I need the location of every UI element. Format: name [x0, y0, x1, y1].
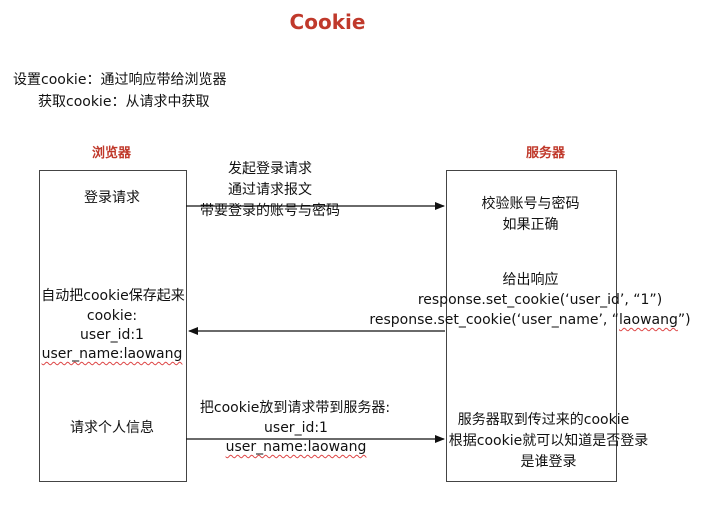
cookie-request-label-3: user_name:laowang	[225, 439, 367, 455]
browser-cookie-user-name: user_name:laowang	[41, 346, 183, 362]
server-set-cookie-user-id: response.set_cookie(‘user_id’, “1”)	[417, 292, 663, 308]
request-label-1: 发起登录请求	[228, 161, 312, 177]
server-if-correct: 如果正确	[502, 217, 559, 233]
set-cookie-value: laowang	[619, 312, 678, 328]
browser-cookie-label: cookie:	[86, 308, 138, 324]
server-box	[446, 170, 617, 482]
request-label-2: 通过请求报文	[228, 182, 312, 198]
cookie-request-label-1: 把cookie放到请求带到服务器:	[199, 400, 391, 416]
set-cookie-prefix: response.	[369, 312, 438, 328]
set-cookie-call: set_cookie(‘user_name’, “	[437, 312, 620, 328]
server-header: 服务器	[526, 146, 566, 161]
intro-set-cookie: 设置cookie：通过响应带给浏览器	[13, 72, 227, 88]
server-give-response: 给出响应	[502, 272, 559, 288]
server-set-cookie-user-name: response.set_cookie(‘user_name’, “laowan…	[365, 310, 695, 330]
set-cookie-suffix: ”)	[677, 312, 691, 328]
browser-auto-save-cookie: 自动把cookie保存起来	[41, 288, 185, 304]
browser-cookie-user-name-wrap: user_name:laowang	[22, 344, 202, 364]
cookie-request-label-2: user_id:1	[264, 420, 328, 436]
server-verify-account: 校验账号与密码	[481, 196, 580, 212]
browser-box	[39, 170, 187, 482]
browser-login-request: 登录请求	[84, 190, 140, 206]
request-label-3: 带要登录的账号与密码	[200, 203, 340, 219]
browser-header: 浏览器	[92, 146, 132, 161]
server-get-cookie: 服务器取到传过来的cookie	[457, 412, 630, 428]
browser-cookie-user-id: user_id:1	[80, 327, 144, 343]
server-check-login: 根据cookie就可以知道是否登录	[448, 433, 649, 449]
diagram-title: Cookie	[289, 10, 366, 34]
cookie-request-label-3-wrap: user_name:laowang	[196, 437, 396, 457]
browser-request-profile: 请求个人信息	[70, 420, 154, 436]
intro-get-cookie: 获取cookie：从请求中获取	[38, 94, 210, 110]
server-who-logged-in: 是谁登录	[520, 454, 577, 470]
